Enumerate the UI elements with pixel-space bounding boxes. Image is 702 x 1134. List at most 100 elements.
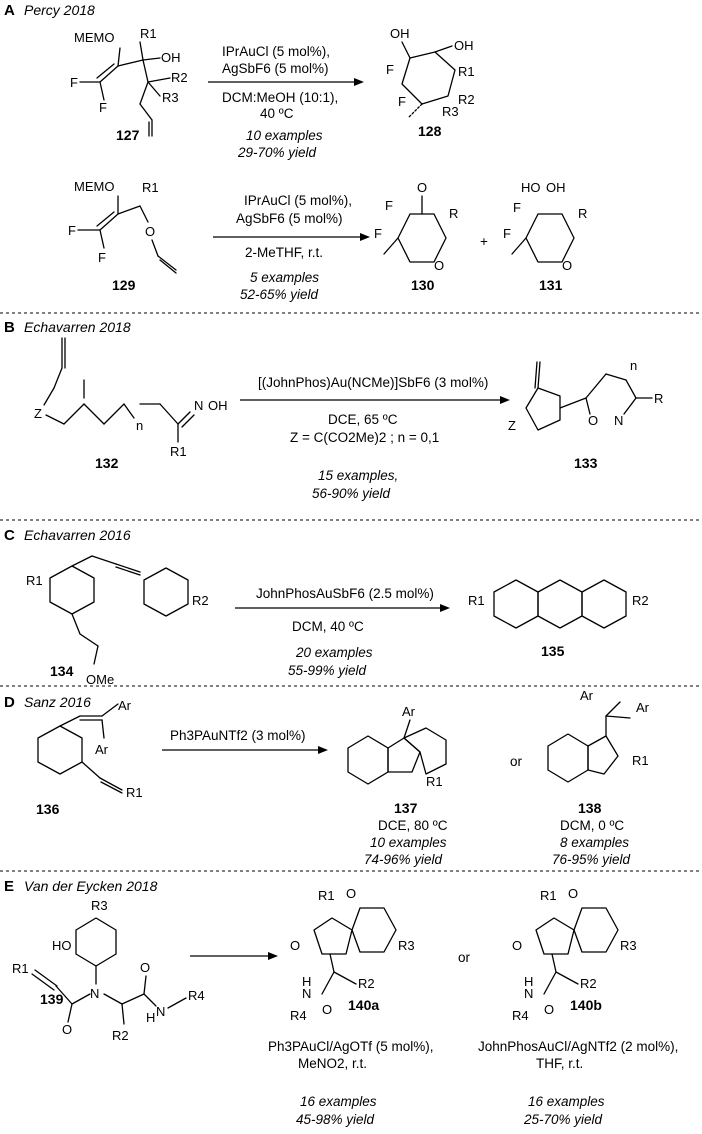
atom-label: R4 (188, 988, 205, 1003)
section-letter-a: A (4, 2, 15, 19)
atom-label: R1 (170, 444, 187, 459)
yield-range: 29-70% yield (237, 145, 317, 160)
section-author-c: Echavarren 2016 (24, 527, 131, 543)
atom-label: R1 (12, 961, 29, 976)
yield-range: 56-90% yield (312, 486, 391, 501)
or-label: or (510, 754, 523, 769)
atom-label: N (194, 398, 203, 413)
atom-label: R1 (458, 64, 475, 79)
atom-label: F (68, 223, 76, 238)
atom-label: R4 (512, 1008, 529, 1023)
atom-label: Ar (636, 700, 650, 715)
atom-label: R (449, 206, 458, 221)
atom-label: R3 (162, 90, 179, 105)
atom-label: N (156, 1004, 165, 1019)
compound-number: 131 (539, 277, 563, 293)
atom-label: R2 (112, 1028, 129, 1043)
yield-range: 76-95% yield (552, 852, 631, 867)
structure-135: R1 R2 (468, 579, 649, 629)
condition-text: DCM, 0 ºC (560, 818, 624, 833)
plus-sign: + (480, 234, 488, 249)
atom-label: Ar (580, 688, 594, 703)
atom-label: O (512, 938, 522, 953)
atom-label: R4 (290, 1008, 307, 1023)
atom-label: Ar (402, 704, 416, 719)
condition-text: JohnPhosAuCl/AgNTf2 (2 mol%), (478, 1039, 678, 1054)
compound-number: 129 (112, 277, 136, 293)
atom-label: O (140, 960, 150, 975)
structure-127: MEMO F F R1 OH R2 R3 (70, 26, 188, 137)
condition-text: JohnPhosAuSbF6 (2.5 mol%) (256, 586, 434, 601)
atom-label: R2 (632, 593, 649, 608)
compound-number: 140b (570, 997, 602, 1013)
or-label: or (458, 950, 471, 965)
atom-label: O (346, 886, 356, 901)
atom-label: R1 (126, 785, 143, 800)
compound-number: 127 (116, 127, 140, 143)
structure-131: HO OH R F F O (503, 180, 587, 273)
atom-label: R1 (140, 26, 157, 41)
atom-label: Z (34, 406, 42, 421)
condition-text: DCM:MeOH (10:1), (222, 90, 338, 105)
condition-text: DCE, 80 ºC (378, 818, 448, 833)
structure-140a: R1 O R3 O R2 H N O R4 (290, 886, 415, 1023)
atom-label: R (578, 206, 587, 221)
section-letter-e: E (4, 878, 14, 895)
section-author-b: Echavarren 2018 (24, 319, 131, 335)
structure-140b: R1 O R3 O R2 H N O R4 (512, 886, 637, 1023)
condition-text: [(JohnPhos)Au(NCMe)]SbF6 (3 mol%) (258, 375, 488, 390)
structure-133: Z n R N O (508, 358, 663, 433)
atom-label: HO (521, 180, 541, 195)
atom-label: F (513, 200, 521, 215)
section-letter-c: C (4, 527, 15, 544)
atom-label: N (614, 413, 623, 428)
condition-text: 40 ºC (260, 106, 294, 121)
example-count: 16 examples (528, 1094, 605, 1109)
atom-label: R1 (426, 774, 443, 789)
atom-label: R2 (192, 593, 209, 608)
atom-label: F (398, 94, 406, 109)
arrow-head (354, 78, 364, 86)
atom-label: F (386, 62, 394, 77)
structure-138: Ar Ar R1 (547, 688, 650, 783)
example-count: 10 examples (370, 835, 447, 850)
atom-label: O (568, 886, 578, 901)
arrow-head (440, 604, 450, 612)
atom-label: H (302, 974, 311, 989)
section-author-e: Van der Eycken 2018 (24, 878, 158, 894)
atom-label: MEMO (74, 179, 114, 194)
atom-label: R2 (458, 92, 475, 107)
atom-label: F (385, 198, 393, 213)
atom-label: OMe (86, 672, 114, 687)
compound-number: 130 (411, 277, 435, 293)
atom-label: OH (546, 180, 566, 195)
atom-label: F (374, 226, 382, 241)
compound-number: 132 (95, 455, 119, 471)
atom-label: R3 (620, 938, 637, 953)
atom-label: OH (161, 50, 181, 65)
arrow-head (360, 233, 370, 241)
structure-136: Ar Ar R1 (37, 698, 143, 800)
compound-number: 136 (36, 801, 60, 817)
example-count: 10 examples (246, 128, 323, 143)
atom-label: R3 (442, 104, 459, 119)
compound-number: 138 (578, 800, 602, 816)
arrow-head (318, 746, 328, 754)
condition-text: AgSbF6 (5 mol%) (222, 61, 329, 76)
yield-range: 74-96% yield (364, 852, 443, 867)
structure-130: O R F F O (374, 180, 458, 273)
condition-text: Ph3PAuNTf2 (3 mol%) (170, 728, 306, 743)
atom-label: HO (52, 938, 72, 953)
condition-text: Z = C(CO2Me)2 ; n = 0,1 (290, 430, 439, 445)
section-author-a: Percy 2018 (24, 2, 95, 18)
structure-139: R3 HO N R1 O R2 O H N R4 (12, 898, 205, 1043)
compound-number: 137 (394, 800, 418, 816)
structure-137: Ar R1 (347, 704, 447, 789)
atom-label: Ar (95, 742, 109, 757)
atom-label: R1 (540, 888, 557, 903)
atom-label: R2 (580, 976, 597, 991)
atom-label: n (630, 358, 637, 373)
condition-text: THF, r.t. (536, 1056, 583, 1071)
atom-label: N (90, 986, 99, 1001)
